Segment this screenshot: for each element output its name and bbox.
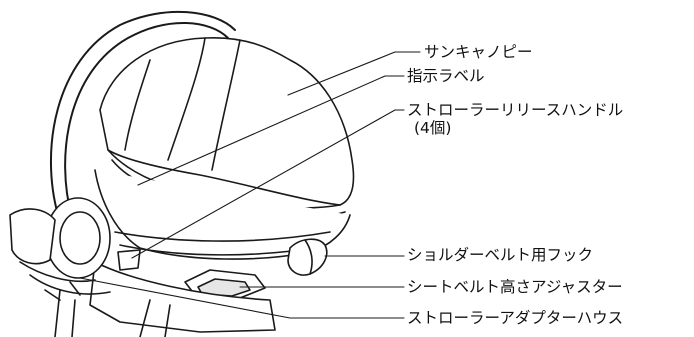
leader-adapter-housing	[79, 277, 291, 319]
leader-canopy	[287, 51, 396, 96]
label-adapter-housing: ストローラーアダプターハウス	[407, 309, 624, 327]
label-release-handle-count: (4個)	[414, 119, 452, 137]
handle-pivot-hub	[9, 197, 111, 301]
leader-lines	[79, 51, 421, 319]
label-shoulder-belt-hook: ショルダーベルト用フック	[407, 246, 594, 264]
label-seat-belt-adjuster: シートベルト高さアジャスター	[407, 278, 623, 296]
leader-indicator-label	[137, 75, 386, 186]
stroller-release-handle	[117, 249, 141, 271]
label-canopy: サンキャノピー	[424, 43, 533, 61]
shoulder-belt-hook	[287, 238, 328, 276]
label-release-handle: ストローラーリリースハンドル	[407, 101, 624, 119]
seat-belt-adjuster	[184, 269, 266, 299]
seat-shell	[94, 169, 351, 260]
leader-release-handle	[131, 109, 396, 259]
label-indicator: 指示ラベル	[407, 67, 485, 85]
